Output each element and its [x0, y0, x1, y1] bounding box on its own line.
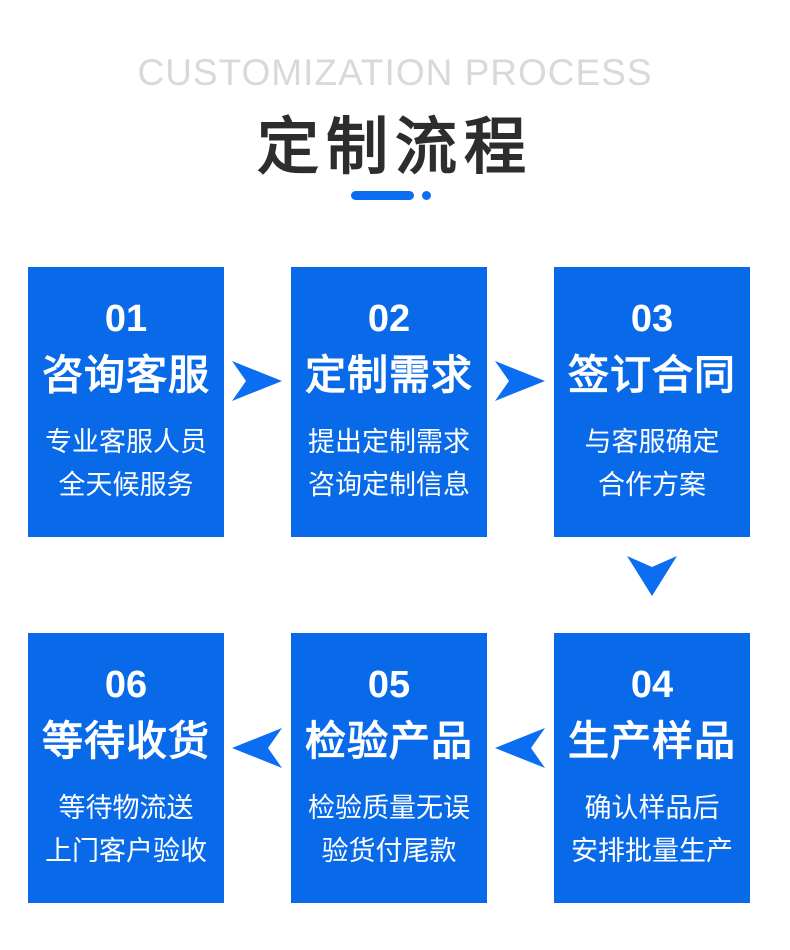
step-card-01: 01 咨询客服 专业客服人员 全天候服务 — [28, 267, 224, 537]
arrow-down-icon — [627, 556, 677, 596]
step-desc-line: 与客服确定 — [584, 427, 720, 457]
arrow-left-icon — [232, 728, 282, 768]
step-title: 等待收货 — [42, 718, 210, 764]
arrow-left-icon — [495, 728, 545, 768]
arrow-right-icon — [232, 361, 282, 401]
step-title: 生产样品 — [568, 718, 736, 764]
step-desc-line: 咨询定制信息 — [308, 470, 470, 500]
step-desc-line: 合作方案 — [598, 470, 706, 500]
step-desc-line: 验货付尾款 — [321, 836, 457, 866]
step-card-03: 03 签订合同 与客服确定 合作方案 — [554, 267, 750, 537]
step-title: 咨询客服 — [42, 352, 210, 398]
step-number: 02 — [367, 298, 411, 340]
step-number: 01 — [104, 298, 148, 340]
step-title: 定制需求 — [305, 352, 473, 398]
step-number: 06 — [104, 664, 148, 706]
step-desc-line: 提出定制需求 — [308, 427, 470, 457]
step-title: 签订合同 — [568, 352, 736, 398]
step-card-04: 04 生产样品 确认样品后 安排批量生产 — [554, 633, 750, 903]
step-desc-line: 等待物流送 — [58, 793, 194, 823]
step-desc-line: 上门客户验收 — [45, 836, 207, 866]
step-desc-line: 专业客服人员 — [45, 427, 207, 457]
step-card-05: 05 检验产品 检验质量无误 验货付尾款 — [291, 633, 487, 903]
arrow-right-icon — [495, 361, 545, 401]
step-title: 检验产品 — [305, 718, 473, 764]
section-title: 定制流程 — [256, 113, 533, 182]
step-desc-line: 安排批量生产 — [571, 836, 733, 866]
step-desc-line: 全天候服务 — [58, 470, 194, 500]
accent-bar — [351, 191, 414, 200]
step-card-06: 06 等待收货 等待物流送 上门客户验收 — [28, 633, 224, 903]
step-desc-line: 检验质量无误 — [308, 793, 470, 823]
step-number: 05 — [367, 664, 411, 706]
accent-dot — [422, 191, 431, 200]
step-desc-line: 确认样品后 — [584, 793, 720, 823]
step-number: 03 — [630, 298, 674, 340]
step-number: 04 — [630, 664, 674, 706]
step-card-02: 02 定制需求 提出定制需求 咨询定制信息 — [291, 267, 487, 537]
section-subtitle-en: CUSTOMIZATION PROCESS — [137, 52, 653, 93]
